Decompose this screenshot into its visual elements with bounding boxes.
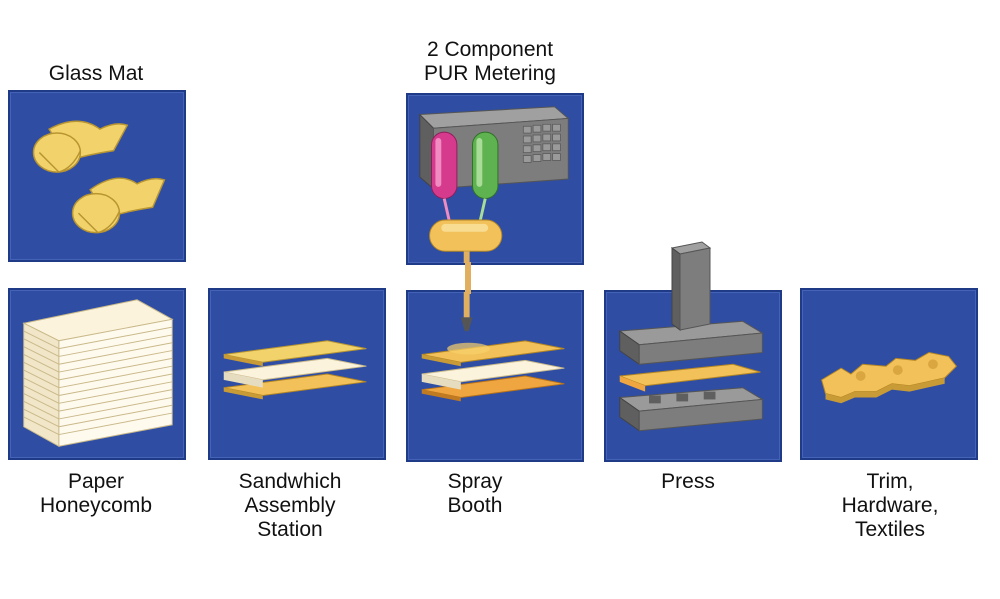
trim-panel xyxy=(800,288,978,460)
label-spray-booth: Spray Booth xyxy=(447,470,503,517)
glass-mat-rolls-icon xyxy=(32,120,166,234)
label-glass-mat: Glass Mat xyxy=(48,62,144,85)
sandwich-layers-icon xyxy=(223,340,367,400)
label-pur-metering: 2 Component PUR Metering xyxy=(424,38,556,85)
label-trim: Trim, Hardware, Textiles xyxy=(841,470,939,541)
sandwich-assembly-panel xyxy=(208,288,386,460)
spray-booth-panel xyxy=(406,290,584,462)
label-paper-honeycomb: Paper Honeycomb xyxy=(39,470,153,517)
press-ram-icon xyxy=(670,241,712,331)
label-sandwich-assembly: Sandwhich Assembly Station xyxy=(238,470,342,541)
pur-metering-panel xyxy=(406,93,584,265)
spray-booth-icon xyxy=(421,292,565,402)
paper-honeycomb-panel xyxy=(8,288,186,460)
metering-machine-icon xyxy=(418,106,570,263)
honeycomb-stack-icon xyxy=(22,299,174,448)
feed-line xyxy=(465,262,471,294)
press-icon xyxy=(618,320,764,432)
finished-part-icon xyxy=(821,351,958,404)
glass-mat-panel xyxy=(8,90,186,262)
label-press: Press xyxy=(661,470,715,493)
